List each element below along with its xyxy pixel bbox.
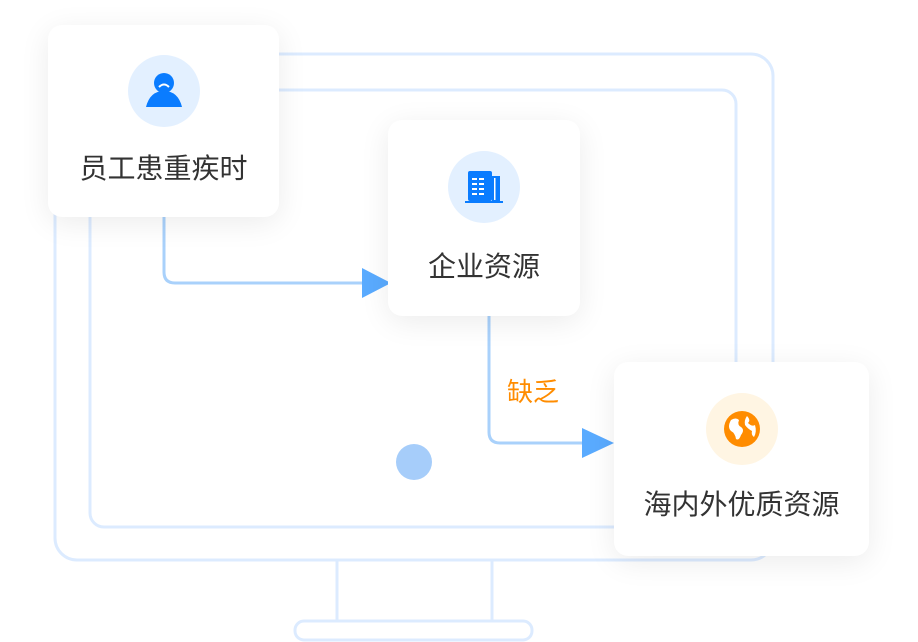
node-global-resources: 海内外优质资源 (614, 362, 869, 556)
indicator-dot (396, 444, 432, 480)
node-employee-illness: 员工患重疾时 (48, 25, 279, 217)
node-enterprise-resources: 企业资源 (388, 120, 580, 316)
monitor-outer-frame (53, 52, 775, 562)
arrow-head-1 (362, 268, 391, 298)
arrow-head-2 (582, 428, 614, 458)
building-icon (448, 151, 520, 223)
sad-person-icon (128, 55, 200, 127)
globe-icon (706, 393, 778, 465)
monitor-base (293, 619, 534, 642)
node-label: 员工患重疾时 (79, 152, 248, 185)
monitor-inner-frame (88, 88, 738, 529)
node-label: 企业资源 (427, 250, 540, 283)
connector-line-1 (162, 217, 365, 285)
node-label: 海内外优质资源 (643, 488, 840, 521)
edge-label-lack: 缺乏 (507, 378, 560, 408)
connector-line-2 (487, 316, 585, 445)
